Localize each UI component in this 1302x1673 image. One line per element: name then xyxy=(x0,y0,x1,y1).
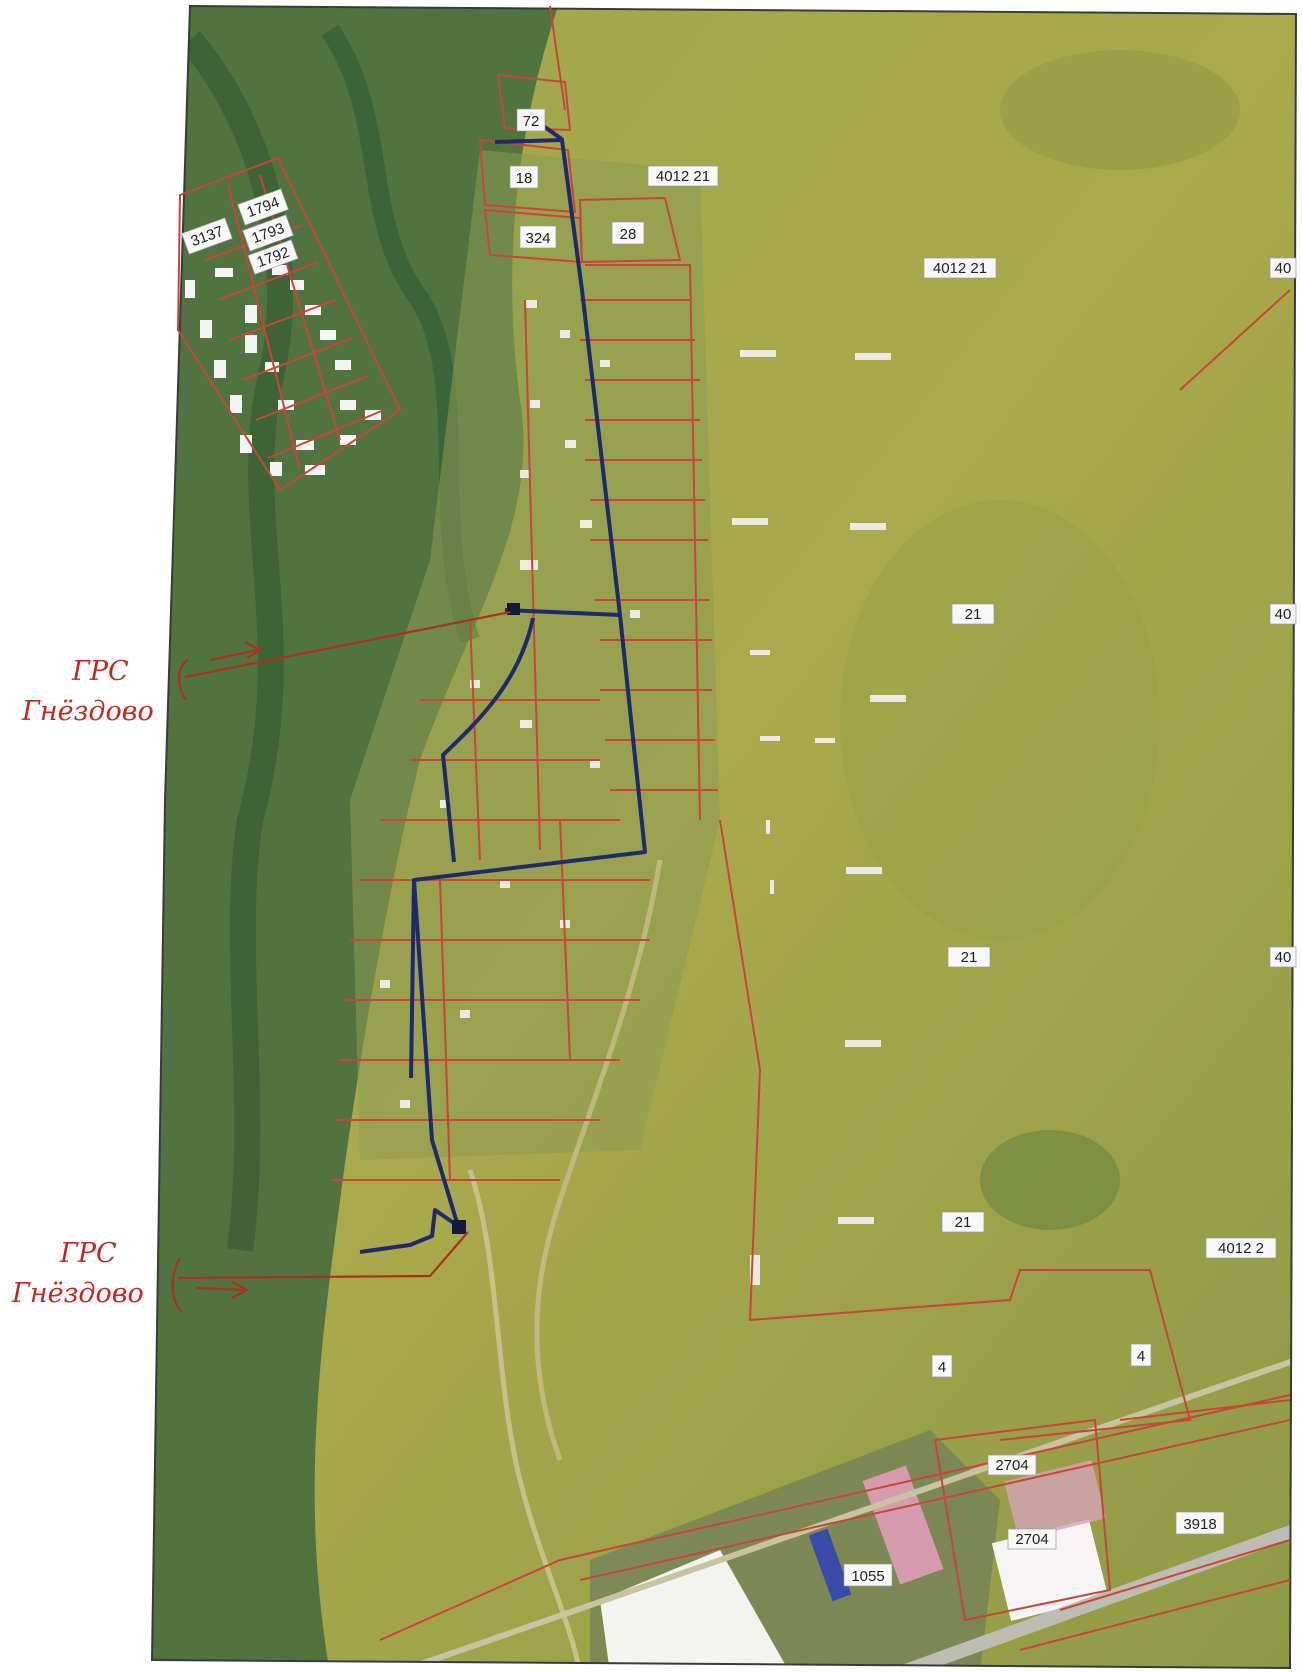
parcel-label-18: 18 xyxy=(516,170,533,187)
parcel-label-21-c: 21 xyxy=(955,1214,972,1231)
parcel-label-1055: 1055 xyxy=(851,1568,884,1585)
parcel-label-4012-21: 4012 21 xyxy=(656,168,710,185)
parcel-label-21-b: 21 xyxy=(961,949,978,966)
parcel-label-2704-b: 2704 xyxy=(1015,1531,1048,1548)
parcel-label-72: 72 xyxy=(523,113,540,130)
parcel-label-4012-21-mid: 4012 21 xyxy=(933,260,987,277)
parcel-label-2704-a: 2704 xyxy=(995,1457,1028,1474)
grs-node-upper xyxy=(507,603,520,615)
grs-annotation-upper-line2: Гнёздово xyxy=(21,696,154,727)
parcel-label-4-b: 4 xyxy=(1137,1348,1145,1365)
grs-arrows xyxy=(171,610,511,1313)
gas-pipeline xyxy=(359,118,647,1254)
parcel-label-40-a: 40 xyxy=(1275,260,1292,277)
parcel-labels: 72 18 4012 21 324 28 3137 1794 1793 1792… xyxy=(189,113,1292,1585)
map-frame xyxy=(150,4,1298,1670)
parcel-label-324: 324 xyxy=(525,230,550,247)
parcel-label-4012-2: 4012 2 xyxy=(1218,1240,1264,1257)
grs-annotation-upper-line1: ГРС xyxy=(71,656,129,687)
parcel-label-3918: 3918 xyxy=(1183,1516,1216,1533)
parcel-label-4-a: 4 xyxy=(938,1359,946,1376)
parcel-label-28: 28 xyxy=(620,226,637,243)
parcel-label-40-c: 40 xyxy=(1275,949,1292,966)
parcel-label-21-a: 21 xyxy=(965,606,982,623)
parcel-label-boxes xyxy=(181,108,1297,1587)
parcel-label-40-b: 40 xyxy=(1275,606,1292,623)
grs-annotation-lower-line1: ГРС xyxy=(59,1238,117,1269)
grs-annotation-lower-line2: Гнёздово xyxy=(11,1278,144,1309)
parcel-boundaries xyxy=(176,5,1291,1651)
grs-node-lower xyxy=(452,1220,466,1234)
